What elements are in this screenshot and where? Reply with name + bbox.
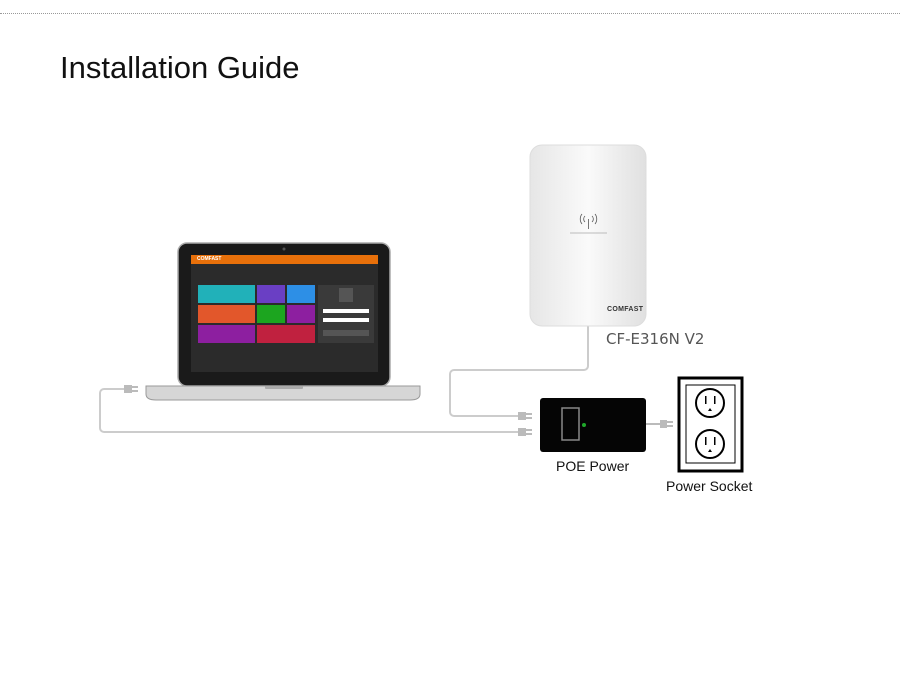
poe-injector xyxy=(540,398,646,452)
laptop-cable xyxy=(99,388,520,433)
dotted-divider xyxy=(0,13,900,14)
screen-logo: COMFAST xyxy=(197,256,222,262)
tile xyxy=(198,285,255,303)
tile xyxy=(287,305,315,323)
tile xyxy=(198,305,255,323)
cpe-device xyxy=(529,144,647,327)
tile xyxy=(257,325,315,343)
socket-plug-icon xyxy=(660,420,673,428)
cpe-logo: COMFAST xyxy=(607,306,644,313)
socket-label: Power Socket xyxy=(666,478,753,494)
laptop-base xyxy=(145,385,421,401)
cpe-cable xyxy=(449,326,589,417)
poe-led xyxy=(582,423,586,427)
tile xyxy=(287,285,315,303)
tile xyxy=(257,285,285,303)
tile xyxy=(198,325,255,343)
cpe-model-label: CF-E316N V2 xyxy=(606,330,705,348)
poe-plug-poe-icon xyxy=(518,428,532,436)
login-panel xyxy=(318,285,374,343)
poe-plug-lan-icon xyxy=(518,412,532,420)
wireless-icon xyxy=(579,213,598,229)
outlet-icon xyxy=(695,388,725,459)
power-socket xyxy=(677,376,744,473)
tile xyxy=(257,305,285,323)
laptop-plug-icon xyxy=(124,385,138,393)
laptop-screen: COMFAST xyxy=(191,255,378,372)
poe-label: POE Power xyxy=(556,458,630,474)
page-title: Installation Guide xyxy=(60,50,300,85)
